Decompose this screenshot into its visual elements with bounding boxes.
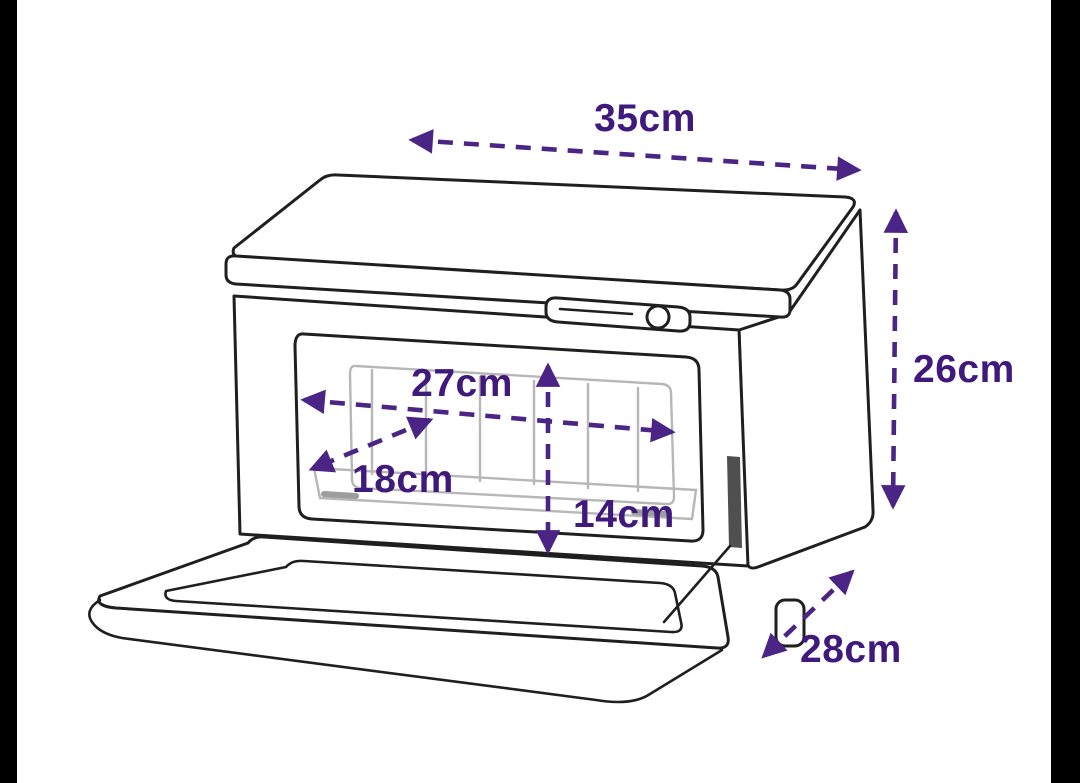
- dim-arrow-overall-depth: [761, 569, 855, 659]
- dim-arrow-interior-width: [300, 389, 676, 443]
- rack-shelf-edge: [312, 466, 322, 500]
- letterbox-right: [1051, 0, 1080, 783]
- lid-front-band: [224, 254, 792, 319]
- hinge-strip: [727, 456, 742, 548]
- dim-label-interior-depth: 18cm: [352, 458, 454, 501]
- dim-label-overall-width: 35cm: [594, 97, 696, 140]
- dim-label-interior-width: 27cm: [411, 362, 513, 405]
- dim-label-overall-depth: 28cm: [800, 628, 902, 671]
- interior-back-wall: [348, 364, 676, 506]
- dim-label-overall-height: 26cm: [913, 348, 1015, 391]
- dimension-annotations: 35cm 26cm 28cm 27cm 18cm 14cm: [300, 97, 1015, 671]
- control-panel-slot: [558, 307, 634, 316]
- dimension-overall-depth: 28cm: [761, 569, 902, 671]
- door-tray: [97, 535, 730, 650]
- towel-bar-end: [321, 491, 359, 499]
- dimension-overall-height: 26cm: [880, 208, 1015, 510]
- appliance-drawing: [88, 173, 875, 704]
- rack-shelf-edge: [690, 488, 698, 521]
- dimension-interior-depth: 18cm: [308, 416, 454, 501]
- dimension-interior-width: 27cm: [300, 362, 676, 443]
- letterbox-left: [0, 0, 17, 783]
- door-front-lip: [88, 598, 724, 704]
- rack-shelf-lower: [318, 496, 694, 521]
- dimension-interior-height: 14cm: [535, 362, 675, 555]
- dim-arrow-overall-width: [408, 129, 862, 181]
- power-button: [645, 304, 671, 330]
- dimension-overall-width: 35cm: [408, 97, 862, 181]
- door-support-rod: [662, 544, 732, 624]
- door-inner-recess: [164, 559, 683, 634]
- dim-arrow-interior-depth: [308, 416, 434, 473]
- dim-arrow-overall-height: [880, 208, 909, 510]
- towel-bar-end: [631, 509, 669, 517]
- dim-label-interior-height: 14cm: [573, 493, 675, 536]
